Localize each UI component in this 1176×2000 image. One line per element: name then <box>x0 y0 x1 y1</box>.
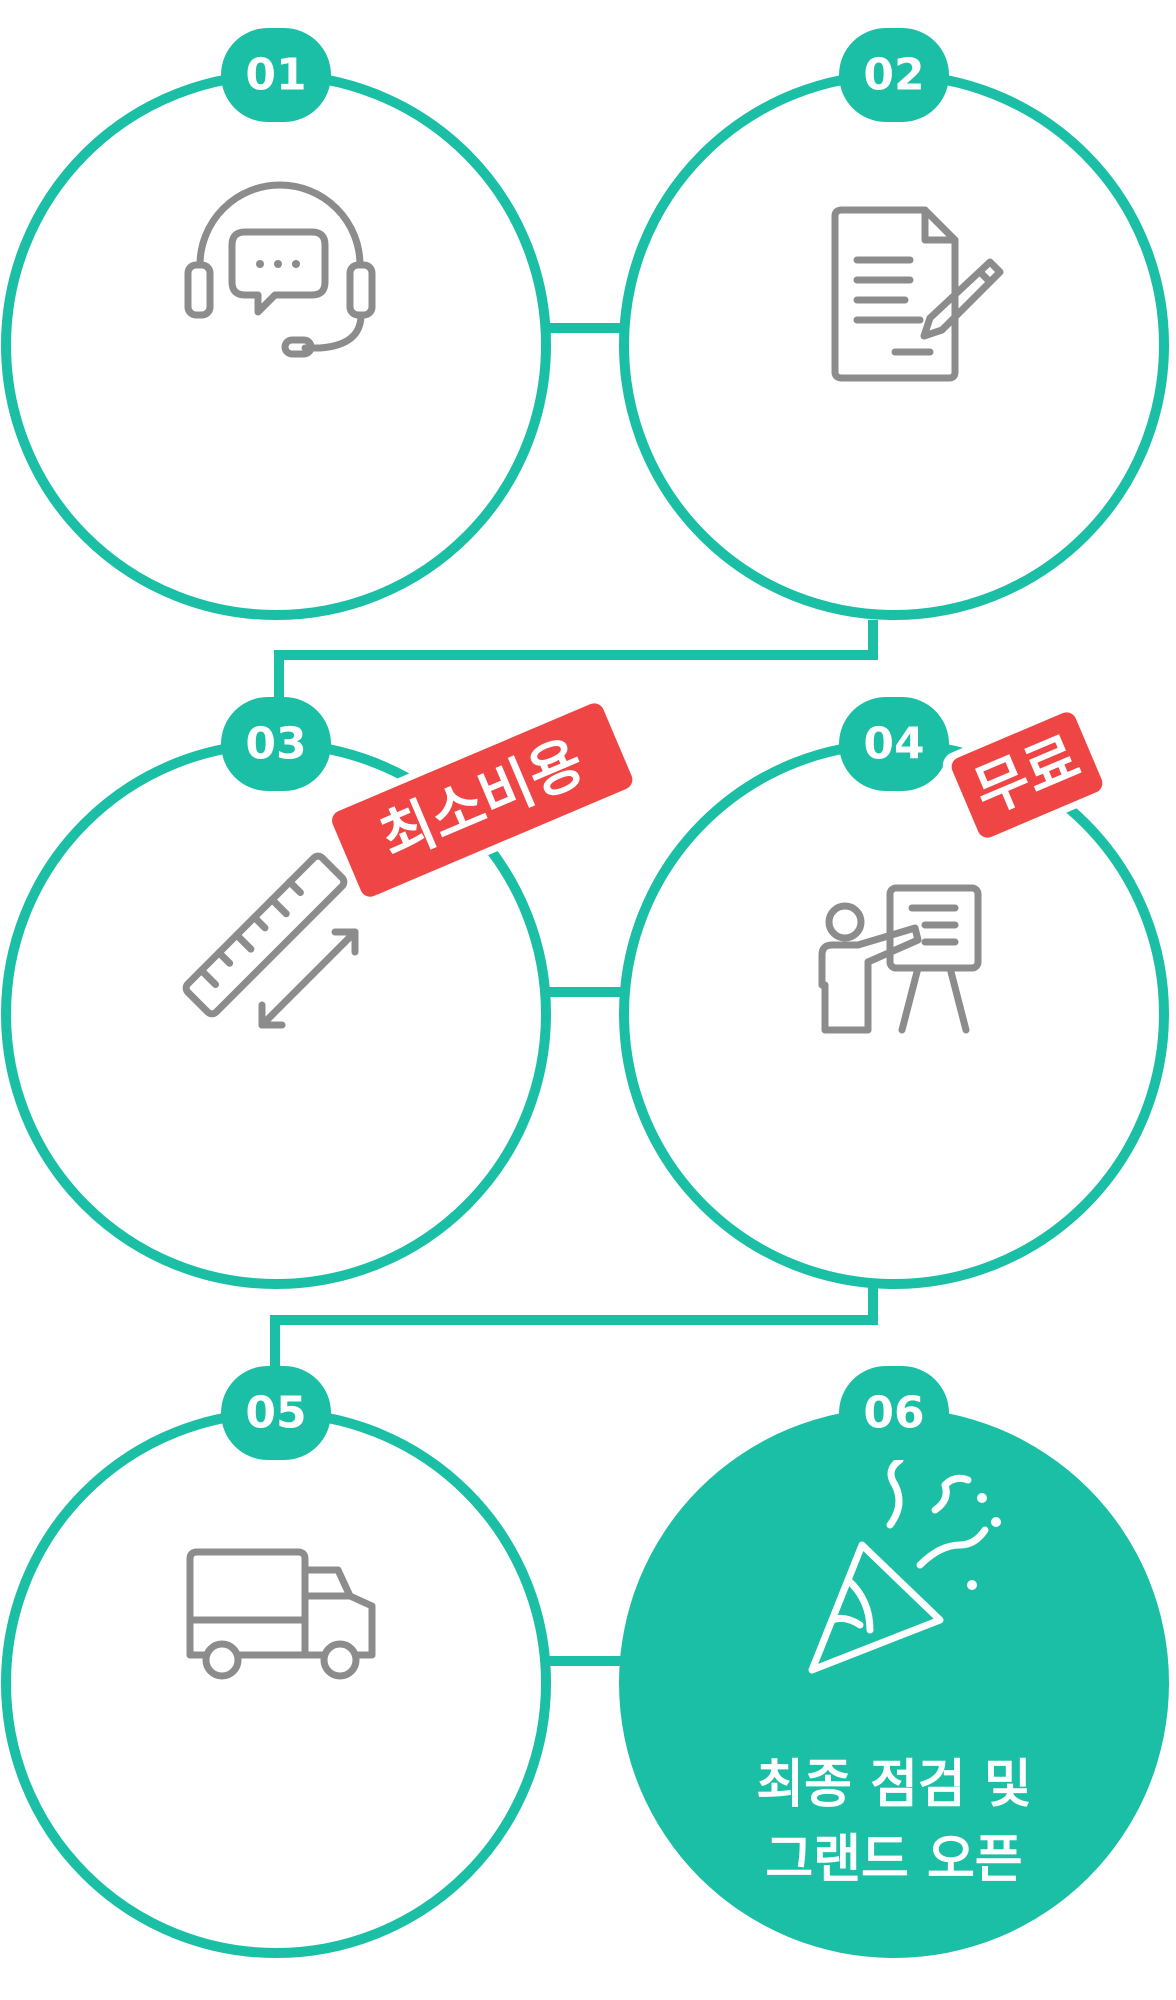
svg-text:03: 03 <box>245 719 306 770</box>
svg-text:05: 05 <box>245 1388 306 1439</box>
free-badge: 무료 <box>942 704 1112 846</box>
presentation-icon <box>818 884 982 1034</box>
headset-chat-icon <box>184 181 376 358</box>
step-circles <box>1 70 1169 1958</box>
step-01-number: 01 <box>221 28 331 122</box>
delivery-truck-icon <box>186 1548 376 1680</box>
step-04-number: 04 <box>839 697 949 791</box>
ruler-measure-icon <box>182 852 359 1029</box>
step-04-circle <box>619 739 1169 1289</box>
svg-text:01: 01 <box>245 50 306 101</box>
connector-04-05 <box>270 1287 878 1380</box>
step-02-number: 02 <box>839 28 949 122</box>
svg-text:02: 02 <box>863 50 924 101</box>
svg-text:04: 04 <box>863 719 924 770</box>
document-pen-icon <box>831 206 1004 382</box>
step-03-number: 03 <box>221 697 331 791</box>
svg-text:06: 06 <box>863 1388 924 1439</box>
step-number-tabs: 01 02 03 04 05 06 <box>221 28 949 1460</box>
step-06-title: 최종 점검 및 그랜드 오픈 <box>756 1755 1031 1890</box>
connector-02-03 <box>274 620 878 704</box>
step-06-circle <box>619 1408 1169 1958</box>
step-06-title-line-2: 그랜드 오픈 <box>765 1830 1022 1890</box>
step-01-circle <box>1 70 551 620</box>
connectors <box>270 323 878 1666</box>
step-05-circle <box>1 1408 551 1958</box>
step-06-number: 06 <box>839 1366 949 1460</box>
step-05-number: 05 <box>221 1366 331 1460</box>
party-popper-icon <box>808 1456 1001 1674</box>
step-06-title-line-1: 최종 점검 및 <box>756 1755 1031 1815</box>
step-02-circle <box>619 70 1169 620</box>
